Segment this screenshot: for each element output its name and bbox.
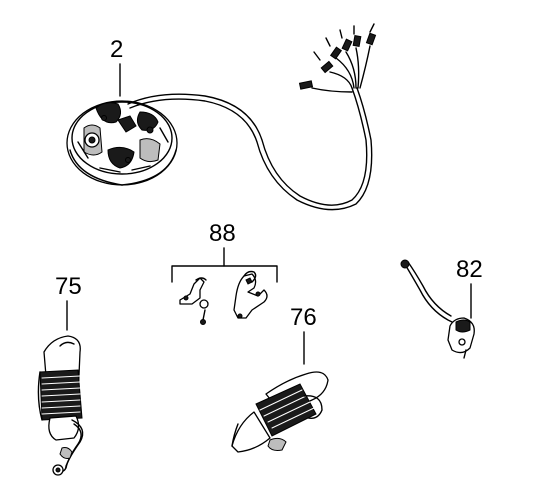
ignition-coil-75 <box>37 335 84 476</box>
callout-2: 2 <box>110 36 124 63</box>
callout-82: 82 <box>456 256 483 283</box>
callout-76: 76 <box>290 304 317 331</box>
condenser-82 <box>400 259 475 359</box>
leader-lines <box>66 63 472 365</box>
stator-assembly <box>66 23 377 211</box>
ignition-coil-76 <box>231 371 329 453</box>
leader-bracket-88 <box>171 265 278 283</box>
callout-75: 75 <box>55 273 82 300</box>
contact-breaker-kit <box>179 270 268 325</box>
callout-88: 88 <box>209 220 236 247</box>
